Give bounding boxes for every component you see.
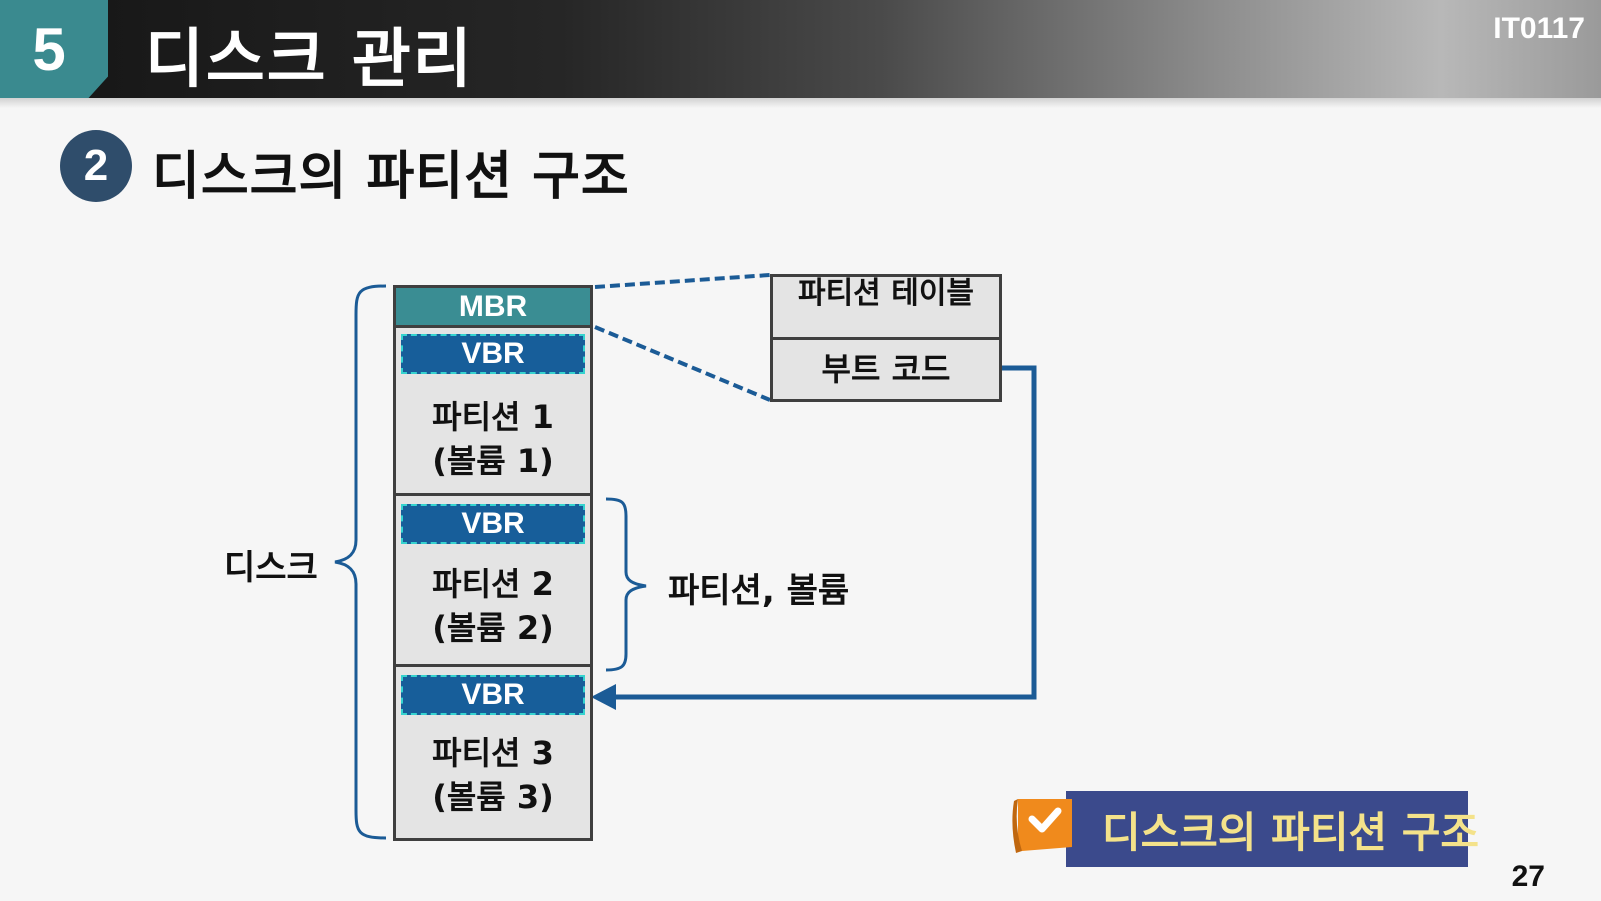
- checkmark-icon: [1012, 799, 1072, 853]
- volume-label: (볼륨 3): [432, 778, 554, 816]
- partition-label: 파티션 1: [432, 398, 554, 436]
- header-band: [0, 0, 1601, 98]
- disk-brace: [334, 284, 387, 840]
- disk-column: MBR VBR 파티션 1 (볼륨 1) VBR 파티션 2 (볼륨 2) VB…: [393, 285, 593, 841]
- subtitle: 디스크의 파티션 구조: [152, 147, 630, 207]
- mbr-block: MBR: [396, 288, 590, 328]
- mbr-to-table-bottom-dash: [594, 325, 771, 402]
- boot-code-arrowhead: [591, 684, 616, 710]
- page-number: 27: [1511, 860, 1545, 893]
- volume-label: (볼륨 2): [432, 609, 554, 647]
- header-shadow: [0, 98, 1601, 108]
- partition-1: VBR 파티션 1 (볼륨 1): [396, 325, 590, 485]
- summary-ribbon: 디스크의 파티션 구조: [1066, 791, 1479, 867]
- boot-code-arrow-line: [612, 365, 1037, 700]
- partition-brace: [605, 497, 647, 672]
- vbr-block: VBR: [401, 334, 585, 374]
- vbr-block: VBR: [401, 675, 585, 715]
- subtitle-number-badge: 2: [60, 130, 132, 202]
- section-number: 5: [0, 0, 108, 98]
- partition-label: 파티션 2: [432, 565, 554, 603]
- partition-table-box: 파티션 테이블 부트 코드: [770, 274, 1002, 402]
- mbr-to-table-top-dash: [594, 273, 771, 289]
- vbr-block: VBR: [401, 504, 585, 544]
- disk-label: 디스크: [224, 548, 318, 588]
- partition-3: VBR 파티션 3 (볼륨 3): [396, 664, 590, 838]
- course-code: IT0117: [1493, 12, 1585, 45]
- section-title: 디스크 관리: [145, 23, 474, 97]
- partition-label: 파티션 3: [432, 734, 554, 772]
- ribbon-text: 디스크의 파티션 구조: [1102, 807, 1480, 857]
- partition-volume-label: 파티션, 볼륨: [668, 571, 850, 611]
- partition-table-label: 파티션 테이블: [773, 277, 999, 340]
- volume-label: (볼륨 1): [432, 442, 554, 480]
- partition-2: VBR 파티션 2 (볼륨 2): [396, 493, 590, 663]
- boot-code-label: 부트 코드: [821, 350, 951, 388]
